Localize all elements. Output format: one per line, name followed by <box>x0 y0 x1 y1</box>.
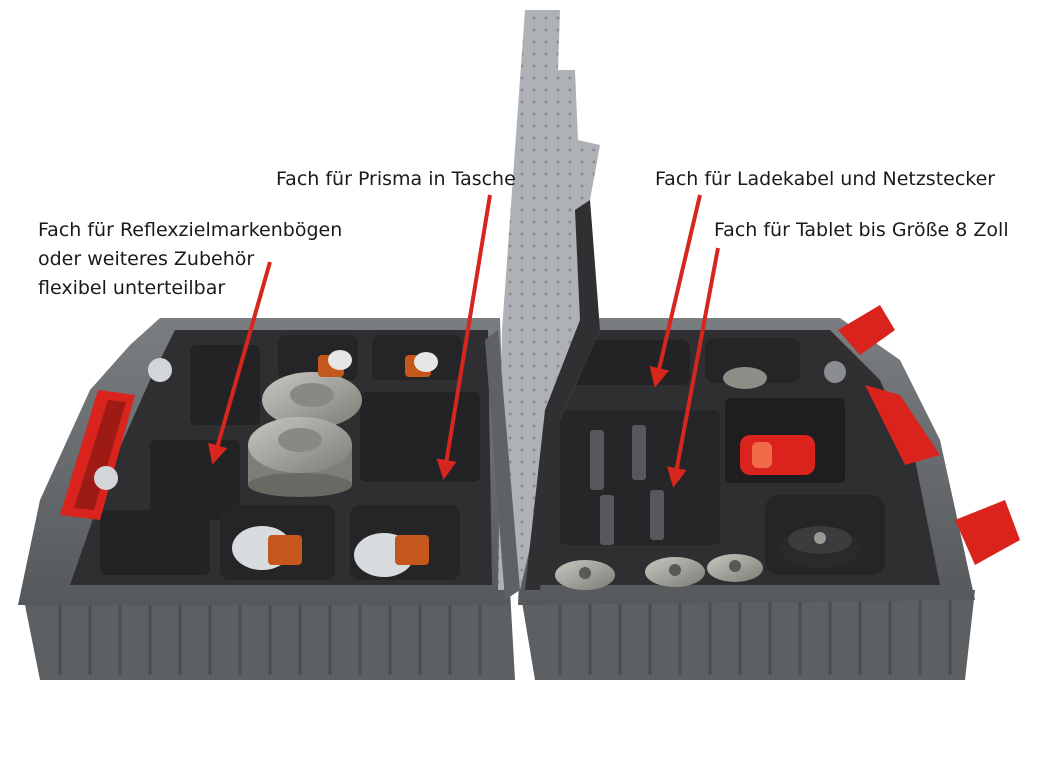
battery-icon <box>740 435 815 475</box>
compartment-prisma <box>360 392 480 482</box>
label-line: Fach für Reflexzielmarkenbögen <box>38 219 343 241</box>
arrow-prisma <box>436 194 492 480</box>
arrow-tablet <box>667 247 720 488</box>
compartment-reflex-bottom <box>100 510 210 575</box>
lid-panel <box>498 10 600 590</box>
tool-pins <box>590 425 664 545</box>
label-ladekabel: Fach für Ladekabel und Netzstecker <box>655 165 995 194</box>
lid-edge <box>485 330 520 600</box>
tribrach-adapter-icon <box>645 557 705 587</box>
adapter-disc-1 <box>262 372 362 428</box>
arrow-ladekabel <box>649 194 702 388</box>
left-tub-ribs <box>58 600 482 675</box>
label-line: oder weiteres Zubehör <box>38 248 255 270</box>
label-line: Fach für Tablet bis Größe 8 Zoll <box>714 219 1009 241</box>
carry-handle-icon <box>865 385 940 465</box>
arrow-reflex <box>208 261 272 465</box>
label-line: Fach für Prisma in Tasche <box>276 168 516 190</box>
right-case-half <box>518 305 1020 680</box>
tribrach-adapter-icon <box>780 526 860 568</box>
label-prisma: Fach für Prisma in Tasche <box>276 165 516 194</box>
latch-knob <box>824 361 846 383</box>
label-line: flexibel unterteilbar <box>38 277 226 299</box>
case-lid <box>485 10 600 600</box>
prism-icon <box>232 526 302 570</box>
latch-knob <box>94 466 118 490</box>
prism-icon <box>405 352 438 377</box>
carry-handle-icon <box>60 390 135 520</box>
label-tablet: Fach für Tablet bis Größe 8 Zoll <box>714 216 1009 245</box>
label-line: Fach für Ladekabel und Netzstecker <box>655 168 996 190</box>
lid-foam <box>525 200 600 590</box>
latch-knob <box>148 358 172 382</box>
tribrach-adapter-icon <box>555 560 615 590</box>
left-case-half <box>18 318 515 680</box>
label-reflex: Fach für Reflexzielmarkenbögen oder weit… <box>38 216 342 303</box>
prism-icon <box>354 533 429 577</box>
prism-icon <box>318 350 352 377</box>
right-tub-ribs <box>558 600 952 675</box>
carry-handle-icon <box>955 500 1020 565</box>
tribrach-adapter-icon <box>707 554 763 582</box>
tribrach-adapter-icon <box>723 367 767 389</box>
annotation-arrows <box>208 194 720 488</box>
carry-handle-icon <box>838 305 895 355</box>
adapter-disc-2 <box>248 417 352 497</box>
